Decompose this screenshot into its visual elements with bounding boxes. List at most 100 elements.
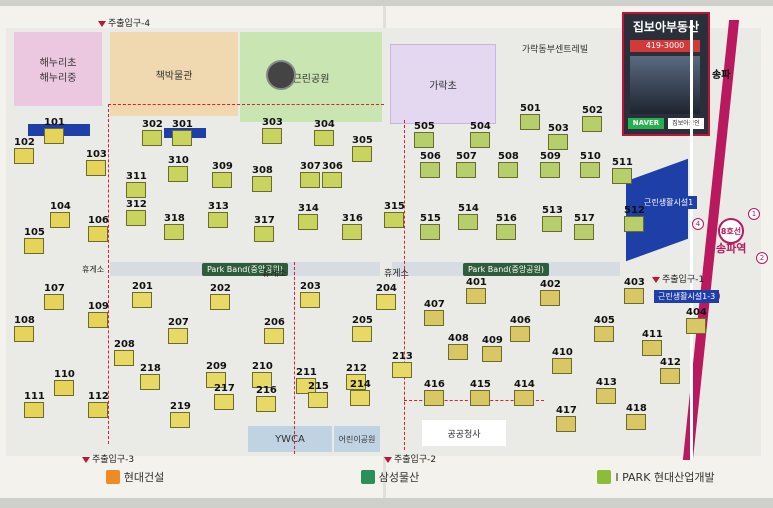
building-104[interactable] <box>50 212 70 228</box>
building-506[interactable] <box>420 162 440 178</box>
building-302[interactable] <box>142 130 162 146</box>
building-307[interactable] <box>300 172 320 188</box>
building-203[interactable] <box>300 292 320 308</box>
gate-4[interactable]: 주출입구-4 <box>98 16 150 29</box>
building-211[interactable] <box>296 378 316 394</box>
building-510[interactable] <box>580 162 600 178</box>
building-411[interactable] <box>642 340 662 356</box>
building-204[interactable] <box>376 294 396 310</box>
building-406[interactable] <box>510 326 530 342</box>
building-513[interactable] <box>542 216 562 232</box>
building-210[interactable] <box>252 372 272 388</box>
building-416[interactable] <box>424 390 444 406</box>
building-219[interactable] <box>170 412 190 428</box>
building-502[interactable] <box>582 116 602 132</box>
building-218[interactable] <box>140 374 160 390</box>
building-102[interactable] <box>14 148 34 164</box>
building-318[interactable] <box>164 224 184 240</box>
building-205[interactable] <box>352 326 372 342</box>
gate-3[interactable]: 주출입구-3 <box>82 452 134 465</box>
building-209[interactable] <box>206 372 226 388</box>
building-507[interactable] <box>456 162 476 178</box>
building-414[interactable] <box>514 390 534 406</box>
gate-2[interactable]: 주출입구-2 <box>384 452 436 465</box>
building-number: 305 <box>352 135 373 146</box>
building-number: 216 <box>256 385 277 396</box>
building-407[interactable] <box>424 310 444 326</box>
building-511[interactable] <box>612 168 632 184</box>
building-202[interactable] <box>210 294 230 310</box>
building-301[interactable] <box>172 130 192 146</box>
building-517[interactable] <box>574 224 594 240</box>
kids-park-zone: 어린이공원 <box>334 426 380 452</box>
building-314[interactable] <box>298 214 318 230</box>
gate-1[interactable]: 주출입구-1 <box>652 272 704 285</box>
building-401[interactable] <box>466 288 486 304</box>
building-504[interactable] <box>470 132 490 148</box>
ad-title: 집보아부동산 <box>632 20 700 34</box>
building-303[interactable] <box>262 128 282 144</box>
building-413[interactable] <box>596 388 616 404</box>
building-304[interactable] <box>314 130 334 146</box>
builder-ipark-label: I PARK 현대산업개발 <box>615 471 715 484</box>
park-band-central: Park Band(중앙공원) <box>110 262 380 276</box>
building-216[interactable] <box>256 396 276 412</box>
building-206[interactable] <box>264 328 284 344</box>
building-107[interactable] <box>44 294 64 310</box>
building-313[interactable] <box>208 212 228 228</box>
gate-marker-icon <box>82 456 90 463</box>
building-404[interactable] <box>686 318 706 334</box>
building-509[interactable] <box>540 162 560 178</box>
building-512[interactable] <box>624 216 644 232</box>
building-515[interactable] <box>420 224 440 240</box>
building-108[interactable] <box>14 326 34 342</box>
building-410[interactable] <box>552 358 572 374</box>
building-201[interactable] <box>132 292 152 308</box>
building-number: 307 <box>300 161 321 172</box>
building-417[interactable] <box>556 416 576 432</box>
building-208[interactable] <box>114 350 134 366</box>
building-412[interactable] <box>660 368 680 384</box>
building-214[interactable] <box>350 390 370 406</box>
building-315[interactable] <box>384 212 404 228</box>
building-418[interactable] <box>626 414 646 430</box>
building-109[interactable] <box>88 312 108 328</box>
building-503[interactable] <box>548 134 568 150</box>
building-505[interactable] <box>414 132 434 148</box>
building-501[interactable] <box>520 114 540 130</box>
building-105[interactable] <box>24 238 44 254</box>
building-409[interactable] <box>482 346 502 362</box>
building-217[interactable] <box>214 394 234 410</box>
building-213[interactable] <box>392 362 412 378</box>
building-number: 312 <box>126 199 147 210</box>
building-101[interactable] <box>44 128 64 144</box>
building-number: 219 <box>170 401 191 412</box>
building-112[interactable] <box>88 402 108 418</box>
building-number: 203 <box>300 281 321 292</box>
building-number: 212 <box>346 363 367 374</box>
building-212[interactable] <box>346 374 366 390</box>
building-312[interactable] <box>126 210 146 226</box>
building-215[interactable] <box>308 392 328 408</box>
building-403[interactable] <box>624 288 644 304</box>
building-405[interactable] <box>594 326 614 342</box>
building-317[interactable] <box>254 226 274 242</box>
building-415[interactable] <box>470 390 490 406</box>
building-310[interactable] <box>168 166 188 182</box>
building-111[interactable] <box>24 402 44 418</box>
building-308[interactable] <box>252 176 272 192</box>
building-508[interactable] <box>498 162 518 178</box>
building-309[interactable] <box>212 172 232 188</box>
building-106[interactable] <box>88 226 108 242</box>
building-207[interactable] <box>168 328 188 344</box>
building-103[interactable] <box>86 160 106 176</box>
building-306[interactable] <box>322 172 342 188</box>
building-514[interactable] <box>458 214 478 230</box>
building-402[interactable] <box>540 290 560 306</box>
building-110[interactable] <box>54 380 74 396</box>
building-316[interactable] <box>342 224 362 240</box>
building-516[interactable] <box>496 224 516 240</box>
building-408[interactable] <box>448 344 468 360</box>
building-311[interactable] <box>126 182 146 198</box>
building-305[interactable] <box>352 146 372 162</box>
